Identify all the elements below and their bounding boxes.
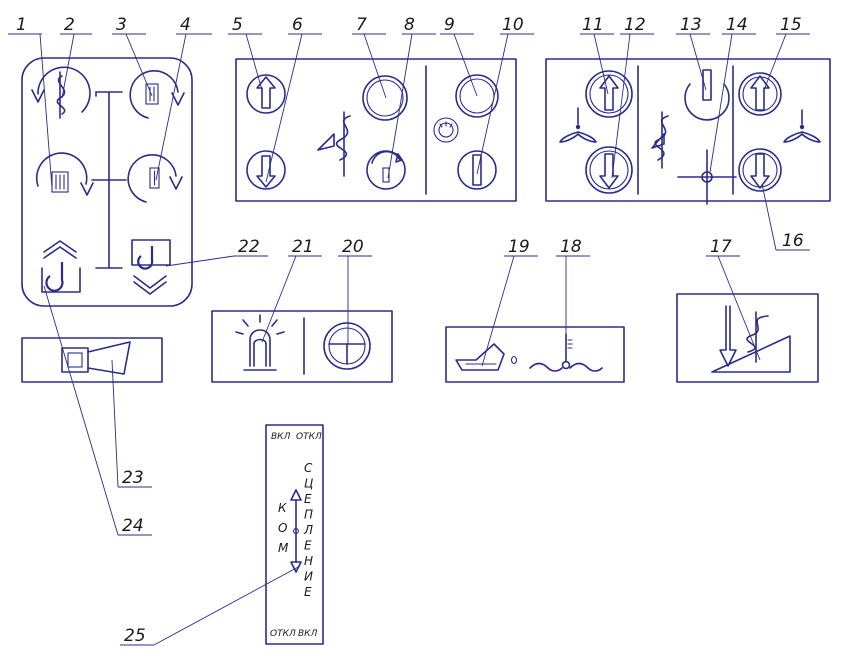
callout-9: 9 [444, 15, 455, 35]
arrow-up-right-icon [738, 72, 782, 116]
callout-18: 18 [560, 237, 582, 257]
gear-two-icon [129, 70, 185, 119]
callout-8: 8 [404, 15, 415, 35]
callout-24: 24 [122, 516, 144, 536]
callout-15: 15 [780, 15, 802, 35]
callout-14: 14 [726, 15, 748, 35]
callout-20: 20 [342, 237, 364, 257]
fuel-tank-icon [455, 343, 518, 371]
callout-23: 23 [122, 468, 144, 488]
word-right-letter: И [304, 570, 313, 584]
callout-16: 16 [782, 231, 804, 251]
callout-22: 22 [238, 237, 260, 257]
gear-one-icon [127, 154, 183, 203]
switch-bar-icon [457, 150, 497, 190]
callout-2: 2 [64, 15, 75, 35]
cross-wheel-icon [677, 149, 737, 205]
word-right-letter: Л [303, 523, 313, 537]
callout-numbers: 1 2 3 4 5 6 7 8 9 10 11 12 13 14 15 16 1… [16, 15, 804, 646]
callout-7: 7 [356, 15, 367, 35]
callout-10: 10 [502, 15, 524, 35]
arrow-down-circle-icon [585, 146, 633, 194]
word-right-letter: Е [304, 585, 312, 599]
fan-right-icon [783, 109, 821, 143]
double-arrow-icon [290, 489, 302, 573]
control-panel-c [545, 58, 831, 205]
callout-19: 19 [508, 237, 530, 257]
pressure-gauge-icon [366, 150, 406, 190]
callout-5: 5 [232, 15, 243, 35]
plate-bottom-right-label: ВКЛ [298, 629, 318, 639]
arrow-down-right-icon [738, 148, 782, 192]
plate-top-left-label: ВКЛ [271, 432, 291, 442]
callout-4: 4 [180, 15, 191, 35]
arrow-down-button-icon [246, 150, 286, 190]
leader-lines [8, 33, 810, 646]
word-left-letter: О [278, 521, 287, 535]
word-left-letter: М [278, 541, 289, 555]
arrow-up-button-icon [246, 74, 286, 114]
word-right-letter: С [304, 461, 313, 475]
gear-hook-panel [21, 57, 193, 307]
plate-top-right-label: ОТКЛ [296, 432, 322, 442]
warning-lamp-panel [211, 310, 393, 383]
callout-1: 1 [16, 15, 27, 35]
word-right-letter: П [304, 508, 313, 522]
control-panel-b [235, 58, 517, 202]
callout-13: 13 [680, 15, 702, 35]
steering-wheel-icon [323, 322, 371, 370]
callout-17: 17 [710, 237, 732, 257]
callout-11: 11 [582, 15, 604, 35]
kom-word: КОМ [278, 501, 289, 555]
power-icon [684, 69, 730, 121]
word-right-letter: Ц [304, 477, 313, 491]
arrow-up-circle-icon [585, 70, 633, 118]
gear-three-icon [35, 152, 94, 196]
callout-6: 6 [292, 15, 303, 35]
callout-21: 21 [292, 237, 314, 257]
hook-up-icon [41, 240, 81, 293]
word-right-letter: Н [304, 554, 313, 568]
callout-3: 3 [116, 15, 127, 35]
fan-left-icon [559, 107, 597, 143]
plate-bottom-left-label: ОТКЛ [270, 629, 296, 639]
incline-panel [676, 293, 819, 383]
callout-12: 12 [624, 15, 646, 35]
word-left-letter: К [278, 501, 287, 515]
word-right-letter: Е [304, 539, 312, 553]
seat-lamp-icon [235, 314, 285, 371]
camera-panel [21, 337, 163, 383]
gear-reverse-icon [31, 66, 91, 119]
word-right-letter: Е [304, 492, 312, 506]
clutch-symbol-c-icon [651, 111, 669, 169]
clutch-symbol-icon [317, 111, 351, 177]
small-gauge-icon [433, 117, 459, 143]
round-lamp-icon [362, 75, 408, 121]
callout-25: 25 [124, 626, 146, 646]
hook-down-icon [131, 239, 171, 295]
fuel-temp-panel [445, 326, 625, 383]
